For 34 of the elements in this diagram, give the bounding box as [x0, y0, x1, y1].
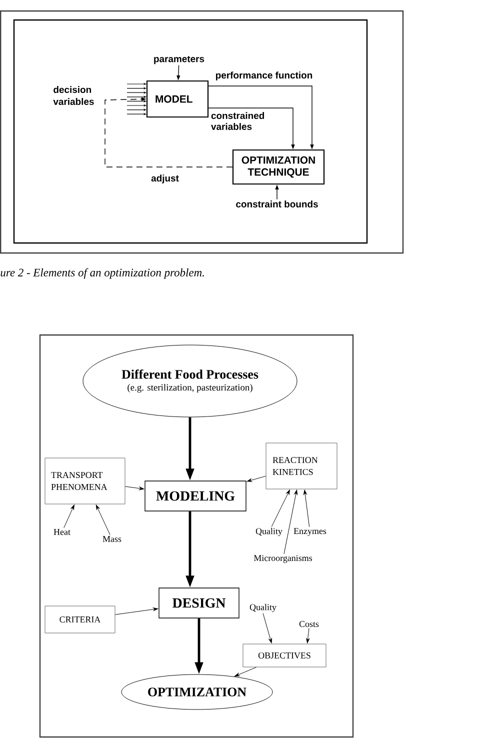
arrow — [115, 608, 158, 615]
arrow — [303, 490, 310, 528]
arrow — [96, 504, 110, 536]
factor-label: Enzymes — [294, 528, 326, 536]
text-label: parameters — [154, 56, 204, 64]
arrow — [262, 613, 272, 644]
factor-label: Mass — [102, 536, 122, 542]
process-box: MODEL — [146, 80, 209, 118]
factor-box: TRANSPORT PHENOMENA — [44, 458, 126, 504]
process-box: DESIGN — [158, 588, 240, 618]
factor-box: OBJECTIVES — [242, 644, 326, 668]
arrow — [125, 486, 144, 490]
arrow — [246, 476, 266, 482]
arrow — [104, 97, 233, 168]
factor-box: CRITERIA — [44, 606, 116, 634]
factor-label: Microorganisms — [254, 555, 312, 563]
arrow — [271, 490, 290, 527]
arrow — [284, 490, 298, 554]
edge-label: performance function — [214, 70, 314, 82]
factor-box: REACTION KINETICS — [266, 442, 338, 490]
edge-label: adjust — [150, 174, 180, 184]
text-label: decision variables — [53, 86, 94, 105]
edge-label: constrained variables — [210, 111, 274, 131]
factor-label: Quality — [250, 604, 276, 612]
factor-label: Heat — [54, 529, 70, 535]
text-label: constraint bounds — [236, 200, 318, 208]
arrow — [306, 628, 310, 644]
factor-label: Costs — [299, 621, 319, 628]
arrow — [64, 504, 74, 528]
factor-label: Quality — [256, 528, 282, 536]
process-box: OPTIMIZATION TECHNIQUE — [232, 149, 325, 185]
figure-caption: ure 2 - Elements of an optimization problem. — [0, 268, 204, 279]
arrow — [234, 667, 257, 676]
process-box: MODELING — [144, 480, 246, 512]
